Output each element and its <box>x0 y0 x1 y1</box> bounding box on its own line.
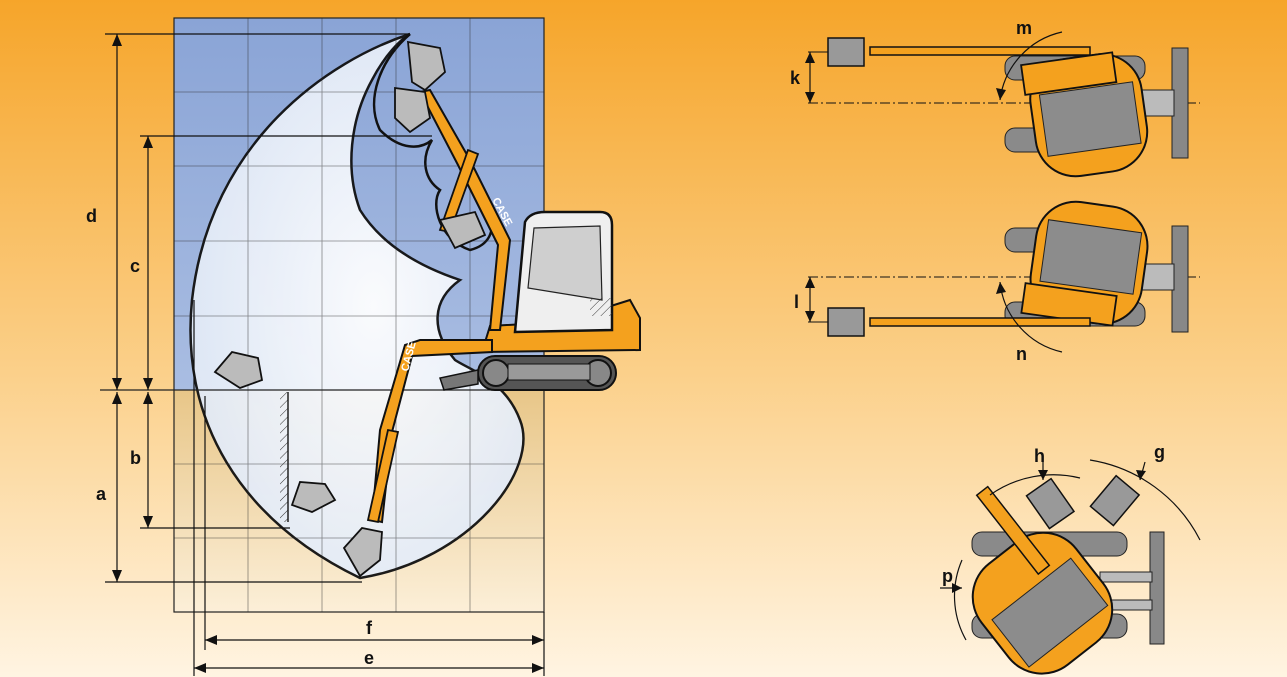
top-view-swing-clearance: h g p <box>940 442 1201 675</box>
side-view: CASE CASE <box>86 17 641 676</box>
dim-label-d: d <box>86 206 97 226</box>
label-h: h <box>1034 446 1045 466</box>
arm-low <box>366 428 400 524</box>
excavator-side: CASE CASE <box>366 88 641 524</box>
dim-label-a: a <box>96 484 107 504</box>
dozer-blade <box>439 369 479 391</box>
bucket-lower-left <box>1025 477 1076 530</box>
engine-deck-lower <box>991 557 1109 668</box>
label-p: p <box>942 566 953 586</box>
dim-label-e: e <box>364 648 374 668</box>
bucket-high <box>394 86 431 134</box>
swing-arc-inner <box>989 474 1081 496</box>
swing-arc-m <box>999 31 1063 101</box>
label-m: m <box>1016 18 1032 38</box>
bucket-top <box>406 40 446 92</box>
label-n: n <box>1016 344 1027 364</box>
bucket-upper-top <box>827 37 865 67</box>
dim-label-b: b <box>130 448 141 468</box>
bucket-middle-top <box>827 307 865 337</box>
offset-arrow-l-bottom <box>805 311 815 322</box>
h-arrow <box>1038 470 1048 480</box>
bucket-ground <box>213 350 264 389</box>
blade-lower <box>1149 531 1165 645</box>
blade-arm-lower <box>1099 571 1153 583</box>
label-l: l <box>794 292 799 312</box>
dim-label-c: c <box>130 256 140 276</box>
tail-arrow-p <box>952 583 962 593</box>
cab-top-upper <box>1020 51 1118 96</box>
dimension-arrows <box>112 34 544 673</box>
bucket-mid <box>438 210 487 250</box>
top-view-offset-left: k m <box>790 18 1200 178</box>
swing-arrow-n <box>996 282 1006 294</box>
track-frame <box>507 363 591 381</box>
buckets <box>213 40 487 578</box>
g-arrow <box>1136 470 1146 480</box>
track-idler <box>482 359 510 387</box>
label-g: g <box>1154 442 1165 462</box>
offset-arrow-k-top <box>805 52 815 63</box>
engine-deck-middle <box>1039 219 1143 295</box>
dim-label-f: f <box>366 618 373 638</box>
top-view-offset-right: l n <box>794 200 1200 364</box>
arm-lower-top <box>975 485 1051 576</box>
offset-arrow-k-bottom <box>805 92 815 103</box>
arm-middle-top <box>869 317 1091 327</box>
swing-arc-outer <box>1089 459 1201 541</box>
engine-grille <box>590 298 612 316</box>
tail-swing-arc <box>953 559 967 641</box>
engine-deck-upper <box>1038 81 1142 157</box>
bucket-trench <box>290 481 337 513</box>
label-k: k <box>790 68 801 88</box>
cab-window <box>527 225 603 301</box>
swing-arc-n <box>999 281 1063 353</box>
swing-arrow-m <box>996 88 1006 100</box>
offset-arrow-l-top <box>805 277 815 288</box>
bucket-deep <box>342 527 383 578</box>
dimension-lines <box>105 33 545 676</box>
arm-upper-top <box>869 46 1091 56</box>
trench-wall <box>280 392 288 522</box>
bucket-lower-right <box>1089 474 1141 527</box>
reach-envelope <box>189 32 525 580</box>
